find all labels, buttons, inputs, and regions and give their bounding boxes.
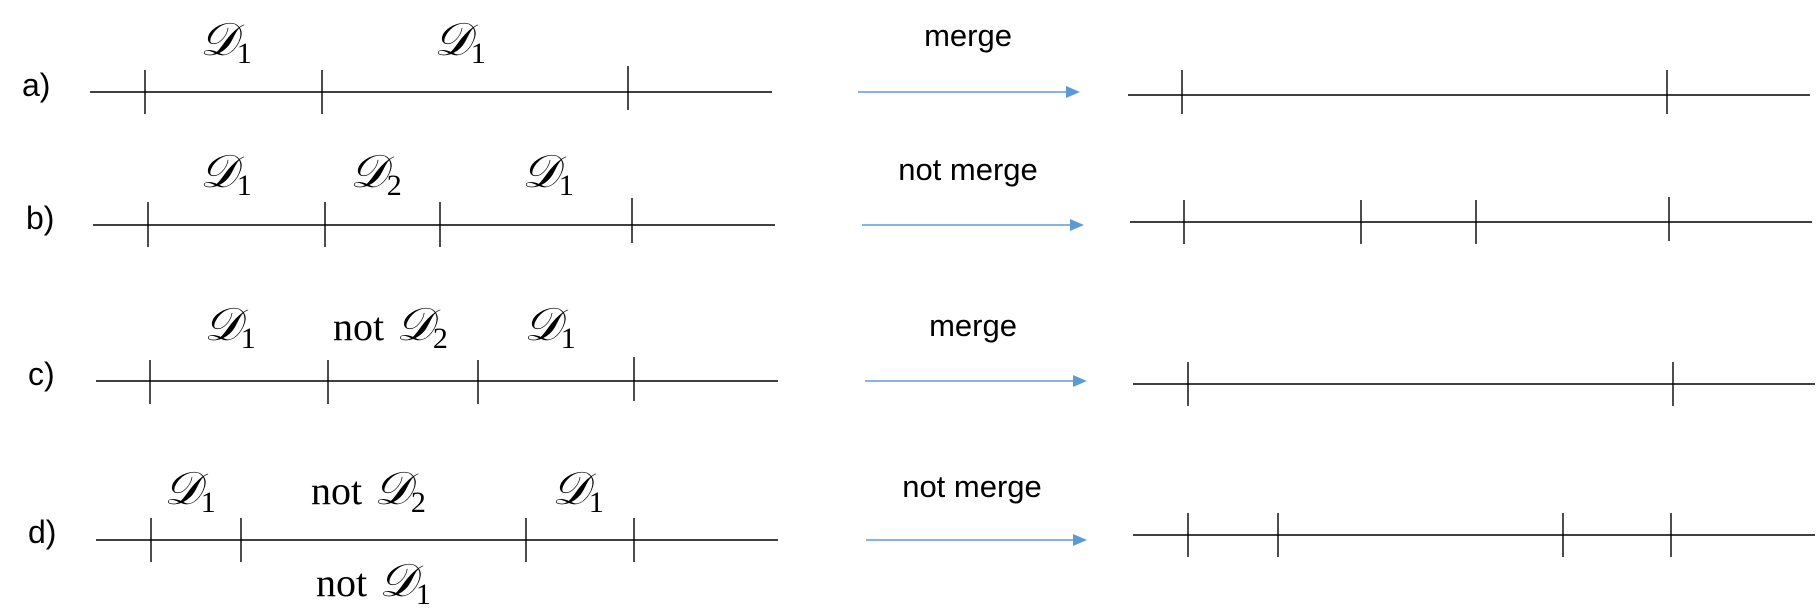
row-a: a) 𝒟1 𝒟1 merge <box>22 12 1810 114</box>
arrow-label: merge <box>924 18 1012 53</box>
arrow-head-icon <box>1066 86 1080 98</box>
arrow-head-icon <box>1073 375 1087 387</box>
segment-label: 𝒟1 <box>164 461 216 519</box>
segment-label: 𝒟1 <box>552 461 604 519</box>
segment-label: 𝒟1 <box>434 12 486 70</box>
row-label: a) <box>22 67 50 103</box>
segment-label: 𝒟1 <box>204 297 256 355</box>
segment-label: 𝒟1 <box>522 144 574 202</box>
segment-label: 𝒟1 <box>524 297 576 355</box>
row-label: d) <box>28 514 56 550</box>
arrow-head-icon <box>1070 219 1084 231</box>
arrow-label: not merge <box>898 152 1038 187</box>
row-label: b) <box>26 200 54 236</box>
arrow-label: not merge <box>902 469 1042 504</box>
row-label: c) <box>28 356 55 392</box>
arrow-label: merge <box>929 308 1017 343</box>
arrow-head-icon <box>1073 534 1087 546</box>
segment-label: 𝒟1 <box>200 144 252 202</box>
segment-label: 𝒟1 <box>200 12 252 70</box>
row-b: b) 𝒟1 𝒟2 𝒟1 not merge <box>26 144 1812 247</box>
segment-label: 𝒟2 <box>350 144 402 202</box>
